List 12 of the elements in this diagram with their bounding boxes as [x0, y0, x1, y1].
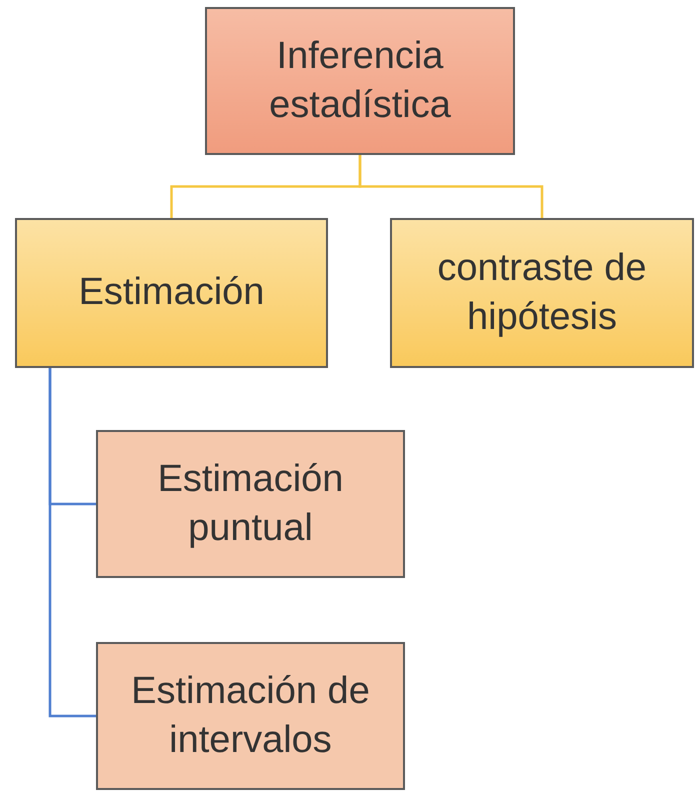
- category-box: [205, 7, 515, 155]
- category-box: [390, 218, 694, 368]
- category-box: [96, 642, 405, 790]
- category-box: [15, 218, 328, 368]
- category-box: [96, 430, 405, 578]
- connector-line: [358, 155, 544, 218]
- box-label: Estimación: [78, 270, 264, 316]
- box-label: Inferencia estadística: [268, 34, 452, 128]
- box-label: Estimación puntual: [156, 456, 344, 551]
- connector-line: [48, 368, 96, 718]
- box-label: contraste de hipótesis: [436, 246, 648, 340]
- box-label: Estimación de intervalos: [130, 668, 371, 763]
